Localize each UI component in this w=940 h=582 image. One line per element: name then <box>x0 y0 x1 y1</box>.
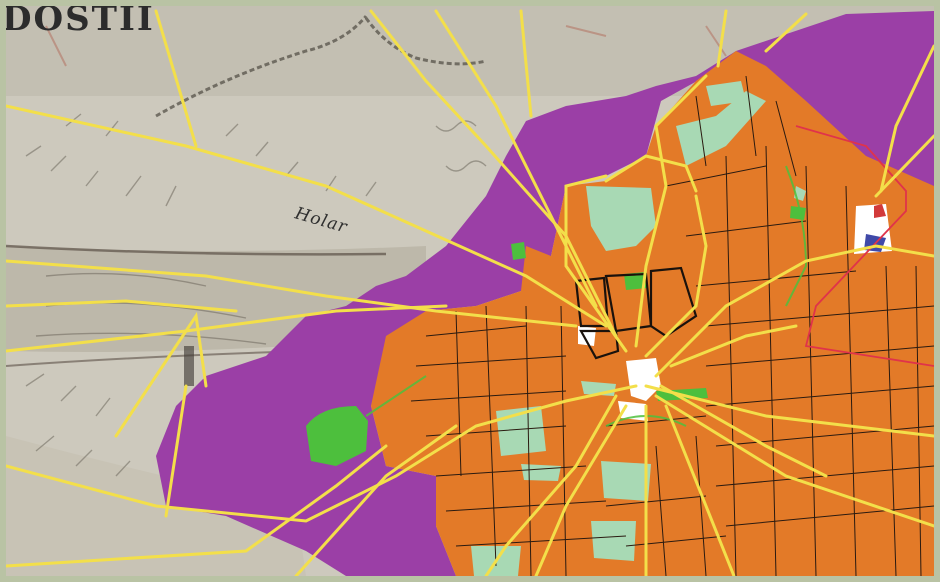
parcel-boundaries <box>410 75 934 576</box>
red-building-marker <box>874 204 886 218</box>
meadow-parcels[interactable] <box>471 81 806 576</box>
land-use-map[interactable]: DOSTII Holar <box>6 6 934 576</box>
road-network[interactable] <box>6 9 934 576</box>
base-map-title-label: DOSTII <box>6 6 155 39</box>
dark-parcel-outlines <box>574 266 698 360</box>
red-boundary-line <box>795 125 934 367</box>
